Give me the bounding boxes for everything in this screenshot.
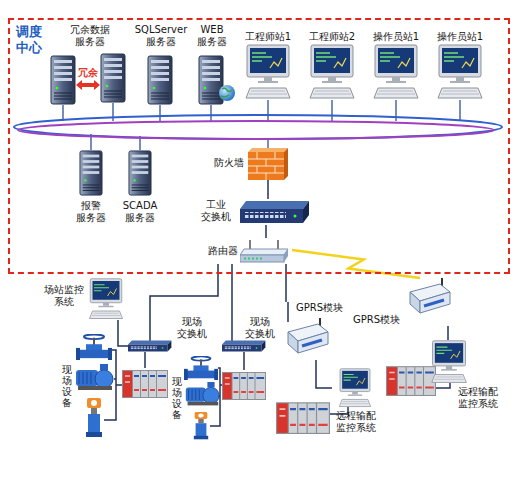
device-label: WEB 服务器 xyxy=(195,24,229,48)
monitor-pc-node: 远程输配 监控系统 xyxy=(332,368,380,434)
device-label: 操作员站1 xyxy=(437,31,483,43)
gprs-node: GPRS模块 xyxy=(282,302,346,360)
workstation-node: 工程师站2 xyxy=(302,30,362,100)
workstation-node: 工程师站1 xyxy=(238,30,298,100)
network-cable xyxy=(447,326,449,340)
switch-node: 工业 交换机 xyxy=(196,199,312,225)
switch-node: 现场 交换机 xyxy=(222,316,277,352)
device-label: SQLServer 服务器 xyxy=(132,24,190,48)
switch-node: 现场 交换机 xyxy=(128,316,209,352)
vertical-label: 现场设备 xyxy=(62,364,72,408)
network-cable xyxy=(118,320,128,346)
workstation-node: 操作员站1 xyxy=(366,30,426,100)
device-label: 报警 服务器 xyxy=(74,200,108,224)
server-node: SQLServer 服务器 xyxy=(132,22,190,106)
network-cable xyxy=(265,225,267,238)
region-title: 调度 中心 xyxy=(14,24,44,56)
field-device-node: 现场设备 xyxy=(58,330,114,440)
device-label: GPRS模块 xyxy=(353,314,400,326)
network-cable xyxy=(150,264,218,316)
device-label: 远程输配 监控系统 xyxy=(334,410,378,434)
dispatch-center-region: 调度 中心冗余数据 服务器 SQLServer 服务器WEB 服务器 工程师站1 工程… xyxy=(8,18,510,274)
device-label: 现场 交换机 xyxy=(243,316,277,340)
device-label: 工程师站2 xyxy=(309,31,355,43)
vertical-label: 现场设备 xyxy=(172,376,182,420)
network-cable xyxy=(285,264,287,302)
monitor-pc-node: 场站监控 系统 xyxy=(42,278,126,320)
workstation-node: 操作员站1 xyxy=(430,30,490,100)
device-label: 现场 交换机 xyxy=(175,316,209,340)
device-label: SCADA 服务器 xyxy=(119,200,161,224)
router-node: 路由器 xyxy=(204,238,292,264)
gprs-node: GPRS模块 xyxy=(350,278,452,326)
device-label: 远程输配 监控系统 xyxy=(456,386,500,410)
monitor-pc-node: 远程输配 监控系统 xyxy=(428,340,500,410)
server-node: 报警 服务器 xyxy=(70,150,112,226)
device-label: GPRS模块 xyxy=(296,302,343,314)
device-label: 工业 交换机 xyxy=(199,199,233,223)
link-label: 冗余 xyxy=(78,67,98,79)
field-device-node: 现场设备 xyxy=(168,354,220,442)
server-node: 冗余数据 服务器 xyxy=(48,22,130,106)
network-cable xyxy=(267,180,269,199)
device-label: 路由器 xyxy=(208,245,238,257)
server-node: WEB 服务器 xyxy=(192,22,236,106)
server-node: SCADA 服务器 xyxy=(118,150,164,226)
device-label: 操作员站1 xyxy=(373,31,419,43)
network-cable xyxy=(316,360,332,388)
device-label: 工程师站1 xyxy=(245,31,291,43)
device-label: 冗余数据 服务器 xyxy=(65,24,115,48)
firewall-node: 防火墙 xyxy=(206,146,290,180)
device-label: 场站监控 系统 xyxy=(42,284,86,308)
network-cable xyxy=(231,264,233,316)
device-label: 防火墙 xyxy=(214,157,244,169)
